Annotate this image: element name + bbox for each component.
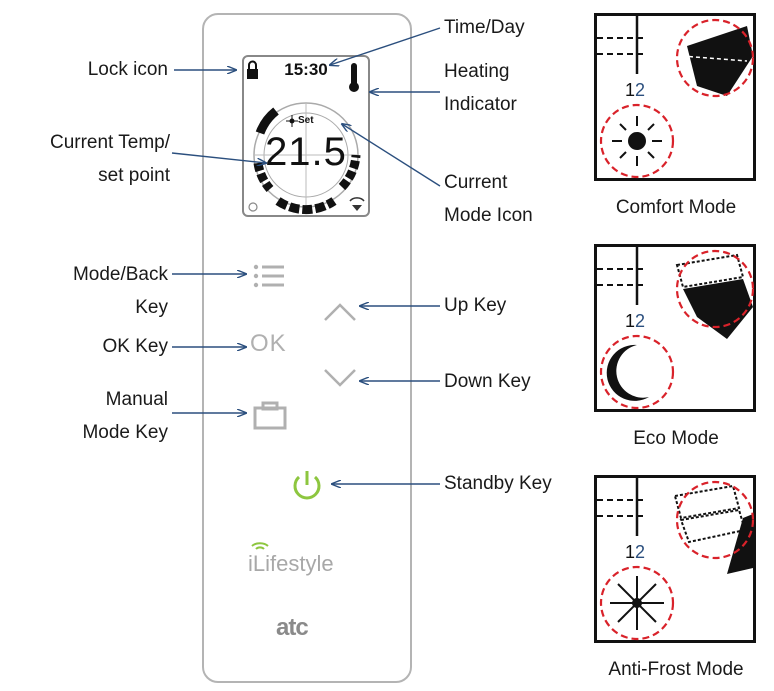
label-manual-1: Manual	[105, 389, 168, 410]
display-graphics	[247, 60, 365, 215]
anti-frost-mode-graphic: 1 2	[597, 478, 755, 641]
anti-frost-mode-panel	[594, 475, 756, 643]
mode-indicator-icon	[286, 115, 298, 127]
label-manual-2: Mode Key	[82, 422, 168, 443]
label-current-temp-1: Current Temp/	[49, 132, 170, 153]
lock-icon	[247, 60, 258, 79]
svg-text:2: 2	[635, 311, 645, 331]
wifi-logo-icon	[251, 542, 269, 550]
manual-mode-key[interactable]	[252, 401, 288, 431]
svg-text:1: 1	[625, 311, 635, 331]
up-key[interactable]	[322, 300, 358, 324]
mode-back-key[interactable]	[250, 262, 290, 290]
brand-name: iLifestyle	[248, 551, 334, 576]
label-current-mode-2: Mode Icon	[444, 205, 533, 226]
svg-text:1: 1	[625, 80, 635, 100]
brand-logo: atc	[276, 614, 309, 641]
comfort-mode-graphic: 1 2	[597, 16, 755, 179]
label-time-day: Time/Day	[444, 17, 525, 38]
arrow-temp	[171, 152, 266, 163]
sun-icon	[612, 116, 662, 166]
comfort-mode-caption: Comfort Mode	[615, 197, 737, 218]
label-down-key: Down Key	[444, 371, 531, 392]
label-current-temp-2: set point	[98, 165, 170, 186]
down-key[interactable]	[322, 366, 358, 390]
eco-mode-caption: Eco Mode	[633, 428, 719, 449]
label-current-mode-1: Current	[444, 172, 508, 193]
standby-key[interactable]	[288, 466, 326, 504]
label-mode-back-2: Key	[135, 297, 168, 318]
svg-text:2: 2	[635, 80, 645, 100]
label-mode-back-1: Mode/Back	[72, 264, 168, 285]
label-lock-icon: Lock icon	[87, 59, 168, 80]
label-ok-key: OK Key	[102, 336, 168, 357]
svg-text:1: 1	[625, 542, 635, 562]
display-time: 15:30	[284, 60, 328, 79]
eco-mode-graphic: 1 2	[597, 247, 755, 410]
arrow-mode-icon	[342, 124, 441, 187]
wifi-mini-icon	[349, 197, 365, 211]
anti-frost-mode-caption: Anti-Frost Mode	[608, 659, 744, 680]
display-set-label: Set	[298, 115, 314, 126]
display-temperature: 21.5	[265, 130, 347, 174]
label-heating-2: Indicator	[444, 94, 517, 115]
dial-ring	[253, 102, 361, 215]
label-standby-key: Standby Key	[444, 473, 552, 494]
arrow-time	[330, 27, 441, 65]
snowflake-icon	[610, 576, 664, 630]
standby-mini-icon	[248, 202, 258, 212]
svg-text:2: 2	[635, 542, 645, 562]
moon-icon	[606, 344, 649, 401]
label-heating-1: Heating	[444, 61, 510, 82]
eco-mode-panel	[594, 244, 756, 412]
heating-indicator-icon	[349, 63, 359, 92]
ok-key[interactable]: OK	[250, 330, 287, 357]
label-up-key: Up Key	[444, 295, 507, 316]
